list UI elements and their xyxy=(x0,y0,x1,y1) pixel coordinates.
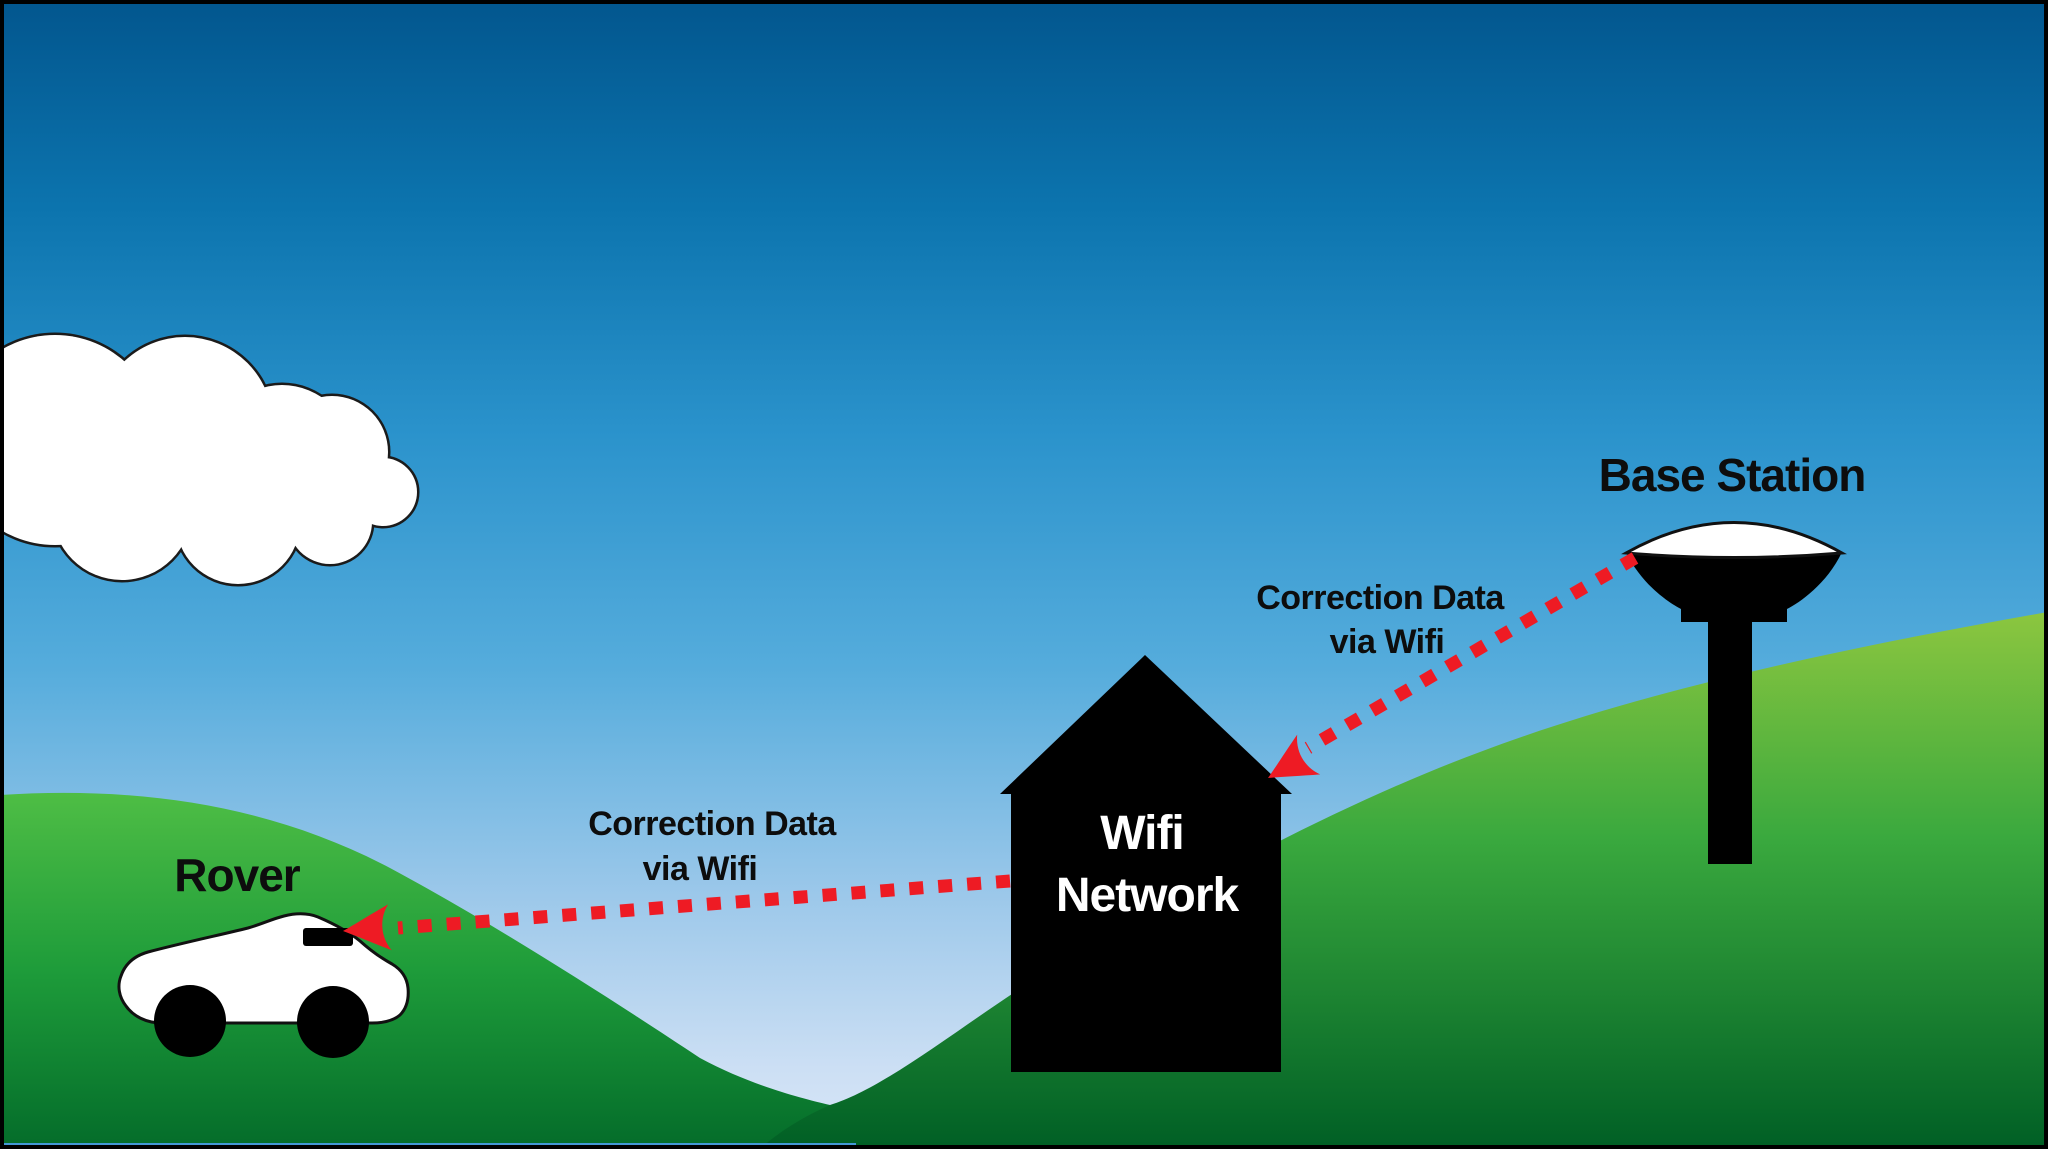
rover-label: Rover xyxy=(174,849,300,901)
house-shape xyxy=(1000,655,1292,1072)
correction-data-base-line1: Correction Data xyxy=(1256,579,1505,617)
antenna-pole xyxy=(1708,618,1752,864)
correction-data-label-base-to-wifi: Correction Data via Wifi xyxy=(1256,579,1506,661)
left-hill xyxy=(0,792,870,1149)
wifi-network-label-line2: Network xyxy=(1056,869,1240,922)
correction-data-rover-line2: via Wifi xyxy=(643,850,758,888)
arrowhead-icon-base-to-wifi xyxy=(1268,734,1321,778)
car-window xyxy=(303,928,353,946)
arrowhead-icon-wifi-to-rover xyxy=(343,904,392,951)
arrow-wifi-to-rover xyxy=(343,874,1011,951)
base-station-label: Base Station xyxy=(1599,449,1866,501)
antenna-dome xyxy=(1621,521,1847,559)
correction-data-base-line2: via Wifi xyxy=(1330,623,1445,661)
correction-data-label-wifi-to-rover: Correction Data via Wifi xyxy=(588,805,838,888)
wifi-house-icon: Wifi Network xyxy=(1000,655,1292,1072)
base-station-antenna-icon xyxy=(1621,521,1847,864)
antenna-body xyxy=(1626,552,1842,622)
car-wheel-rear xyxy=(297,986,369,1058)
correction-data-rover-line1: Correction Data xyxy=(588,805,837,843)
rover-car-icon xyxy=(117,912,410,1058)
wifi-network-label-line1: Wifi xyxy=(1100,807,1184,860)
car-wheel-front xyxy=(154,985,226,1057)
dashed-line-base-to-wifi xyxy=(1304,552,1639,754)
cloud-icon xyxy=(0,332,420,587)
arrow-base-to-wifi xyxy=(1268,552,1639,778)
